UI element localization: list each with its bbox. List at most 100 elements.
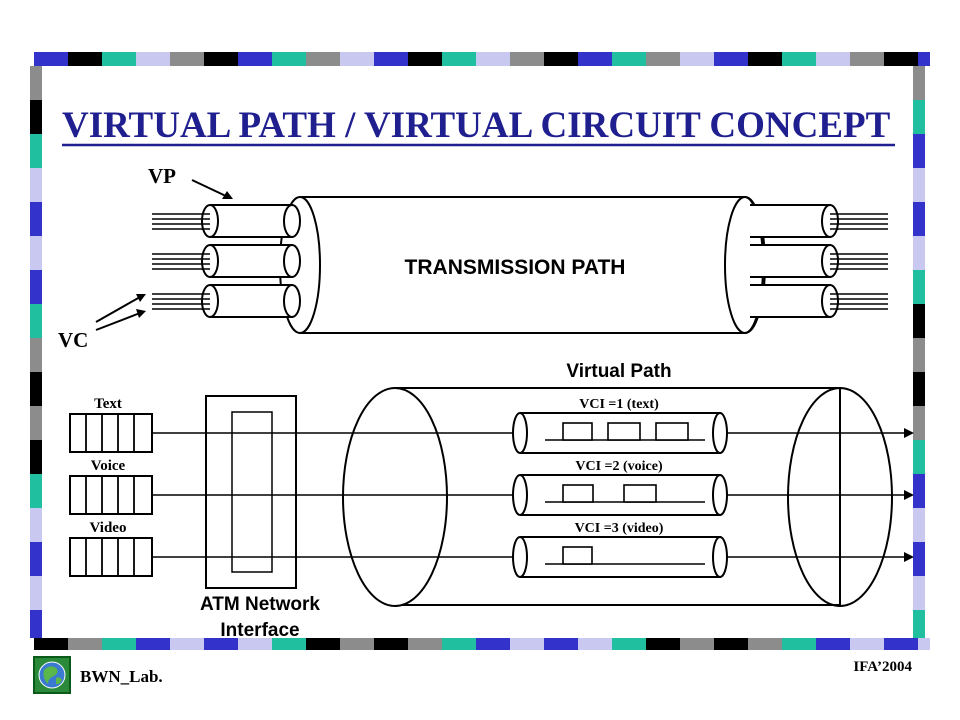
source-queue (69, 413, 153, 453)
border-segment (30, 236, 42, 270)
source-queue (69, 537, 153, 577)
border-segment (30, 270, 42, 304)
border-segment (714, 52, 748, 66)
vp-pipe-right-3 (750, 284, 831, 318)
border-segment (913, 304, 925, 338)
border-segment (306, 638, 340, 650)
vc-label: VC (58, 328, 88, 352)
border-segment (30, 406, 42, 440)
border-segment (272, 638, 306, 650)
vp-pipe-right-1 (750, 204, 831, 238)
border-segment (408, 638, 442, 650)
vp-pipe-left-join-3 (283, 284, 301, 318)
vp-pipe-right-2 (750, 244, 831, 278)
virtual-channels: VCI =1 (text) VCI =2 (voice) VCI =3 (video… (512, 397, 914, 578)
border-segment (510, 52, 544, 66)
border-segment (238, 52, 272, 66)
border-segment (30, 372, 42, 406)
border-segment (238, 638, 272, 650)
border-segment (913, 440, 925, 474)
border-segment (374, 52, 408, 66)
border-segment (30, 134, 42, 168)
border-segment (102, 638, 136, 650)
channel-pipe (520, 474, 721, 516)
channel-label: VCI =1 (text) (579, 397, 659, 412)
top-diagram: VP VC TRANSMISSION PATH (58, 164, 888, 352)
channel-pipe-left-end (512, 412, 528, 454)
border-segment (442, 638, 476, 650)
border-segment (34, 52, 68, 66)
border-segment (748, 52, 782, 66)
border-segment (612, 52, 646, 66)
border-segment (30, 440, 42, 474)
atm-interface-inner (231, 411, 273, 573)
atm-cell (607, 422, 641, 441)
border-segment (680, 52, 714, 66)
channel-pipe-right-end (712, 412, 728, 454)
border-segment (68, 52, 102, 66)
border-segment (913, 100, 925, 134)
border-segment (913, 542, 925, 576)
border-segment (850, 638, 884, 650)
border-segment (782, 638, 816, 650)
border-segment (30, 474, 42, 508)
border-segment (170, 52, 204, 66)
vc-arrow-1-head (136, 294, 146, 302)
footer: BWN_Lab. IFA’2004 (33, 656, 912, 694)
channel-pipe (520, 536, 721, 578)
border-segment (714, 638, 748, 650)
border-segment (913, 372, 925, 406)
border-segment (68, 638, 102, 650)
border-segment (816, 52, 850, 66)
decorative-border (30, 52, 930, 650)
channel-label: VCI =3 (video) (575, 521, 664, 536)
virtual-path-label: Virtual Path (566, 361, 671, 382)
vp-pipe-left-1 (210, 204, 293, 238)
border-segment (578, 638, 612, 650)
border-segment (918, 638, 930, 650)
source-label: Video (90, 520, 127, 536)
border-segment (30, 66, 42, 100)
border-segment (913, 202, 925, 236)
footer-lab-name: BWN_Lab. (80, 667, 163, 686)
border-segment (918, 52, 930, 66)
vp-label: VP (148, 164, 176, 188)
border-segment (30, 338, 42, 372)
border-segment (30, 168, 42, 202)
border-segment (510, 638, 544, 650)
channel-label: VCI =2 (voice) (575, 459, 663, 474)
vc-arrow-2 (95, 312, 141, 331)
border-segment (913, 134, 925, 168)
border-segment (30, 100, 42, 134)
border-segment (913, 338, 925, 372)
vp-pipe-right-end-1 (821, 204, 839, 238)
vp-pipe-left-end-3 (201, 284, 219, 318)
border-segment (340, 52, 374, 66)
border-segment (884, 52, 918, 66)
border-segment (476, 52, 510, 66)
border-segment (204, 638, 238, 650)
atm-cell (655, 422, 689, 441)
border-segment (913, 168, 925, 202)
transmission-path-label: TRANSMISSION PATH (405, 256, 626, 279)
source-queue (69, 475, 153, 515)
atm-label-line2: Interface (220, 620, 299, 641)
border-segment (913, 576, 925, 610)
output-arrow-head (904, 490, 914, 500)
border-segment (34, 638, 68, 650)
source-label: Voice (91, 458, 126, 474)
atm-cell (623, 484, 657, 503)
border-segment (30, 202, 42, 236)
output-arrow-head (904, 428, 914, 438)
border-segment (913, 610, 925, 638)
atm-label-line1: ATM Network (200, 594, 320, 615)
vp-pipe-left-join-1 (283, 204, 301, 238)
border-segment (884, 638, 918, 650)
vc-arrow-2-head (136, 309, 146, 318)
vp-arrow (191, 179, 229, 198)
border-segment (913, 508, 925, 542)
vp-pipe-right-end-2 (821, 244, 839, 278)
border-segment (476, 638, 510, 650)
